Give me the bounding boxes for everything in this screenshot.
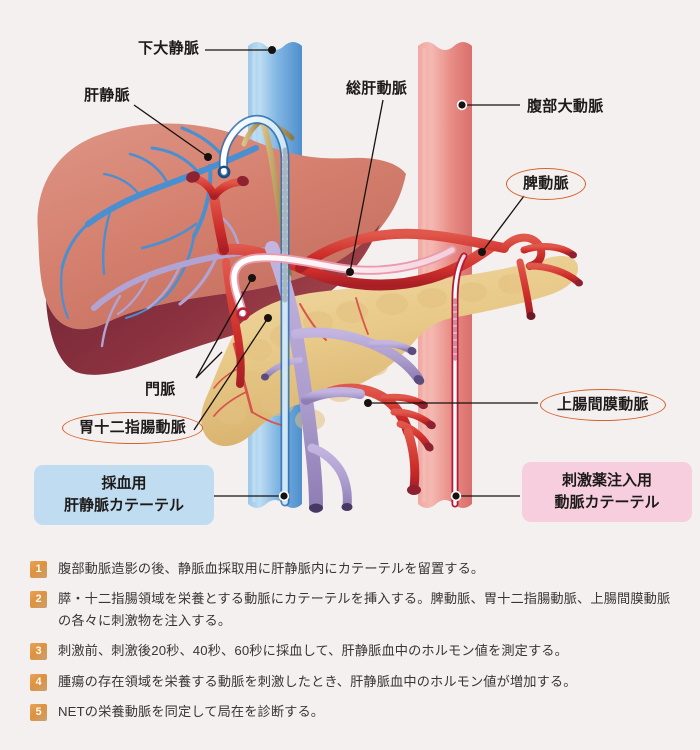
hepatic-catheter-tip xyxy=(217,165,231,179)
artery-lumen-ends xyxy=(186,171,583,495)
step-badge-2: 2 xyxy=(30,591,47,609)
list-item: 3 刺激前、刺激後20秒、40秒、60秒に採血して、肝静脈血中のホルモン値を測定… xyxy=(30,640,674,661)
label-splenic-artery: 脾動脈 xyxy=(506,168,586,200)
list-item: 1 腹部動脈造影の後、静脈血採取用に肝静脈内にカテーテルを留置する。 xyxy=(30,558,674,579)
hepatic-vein-catheter-box-line2: 肝静脈カテーテル xyxy=(63,496,184,514)
aorta-catheter xyxy=(451,252,468,508)
step-badge-5: 5 xyxy=(30,703,47,721)
label-common-hepatic-artery: 総肝動脈 xyxy=(346,80,408,97)
portal-vein-lumen-ends xyxy=(261,346,425,513)
step-badge-4: 4 xyxy=(30,673,47,691)
step-text-2: 膵・十二指腸領域を栄養とする動脈にカテーテルを挿入する。脾動脈、胃十二指腸動脈、… xyxy=(58,591,671,628)
hepatic-vein-catheter-box: 採血用 肝静脈カテーテル xyxy=(34,465,214,525)
step-text-5: NETの栄養動脈を同定して局在を診断する。 xyxy=(58,703,325,719)
step-text-3: 刺激前、刺激後20秒、40秒、60秒に採血して、肝静脈血中のホルモン値を測定する… xyxy=(58,643,568,659)
list-item: 4 腫瘍の存在領域を栄養する動脈を刺激したとき、肝静脈血中のホルモン値が増加する… xyxy=(30,671,674,692)
arterial-catheter-tube xyxy=(229,245,457,317)
procedure-step-list: 1 腹部動脈造影の後、静脈血採取用に肝静脈内にカテーテルを留置する。 2 膵・十… xyxy=(0,548,700,750)
label-hepatic-vein: 肝静脈 xyxy=(84,87,130,104)
list-item: 5 NETの栄養動脈を同定して局在を診断する。 xyxy=(30,701,674,722)
arterial-catheter-box: 刺激薬注入用 動脈カテーテル xyxy=(522,462,692,522)
list-item: 2 膵・十二指腸領域を栄養とする動脈にカテーテルを挿入する。脾動脈、胃十二指腸動… xyxy=(30,588,674,631)
hepatic-vein-catheter xyxy=(218,114,290,507)
label-abdominal-aorta: 腹部大動脈 xyxy=(527,98,604,115)
anatomy-illustration xyxy=(37,42,583,513)
leader-lines xyxy=(133,49,538,497)
step-text-4: 腫瘍の存在領域を栄養する動脈を刺激したとき、肝静脈血中のホルモン値が増加する。 xyxy=(58,673,577,689)
label-portal-vein: 門脈 xyxy=(145,381,176,398)
arterial-catheter-box-line2: 動脈カテーテル xyxy=(554,493,660,511)
label-inferior-vena-cava: 下大静脈 xyxy=(138,40,200,57)
arterial-catheter-box-line1: 刺激薬注入用 xyxy=(561,472,652,489)
label-gastroduodenal-artery: 胃十二指腸動脈 xyxy=(62,412,204,444)
leader-dots xyxy=(204,46,486,502)
arterial-catheter-tip xyxy=(236,307,250,321)
label-superior-mesenteric-artery: 上腸間膜動脈 xyxy=(540,389,666,421)
hepatic-vein-catheter-box-line1: 採血用 xyxy=(101,475,147,492)
step-text-1: 腹部動脈造影の後、静脈血採取用に肝静脈内にカテーテルを留置する。 xyxy=(58,561,485,576)
step-badge-3: 3 xyxy=(30,643,47,661)
portal-vein-leader-2 xyxy=(195,277,253,379)
step-badge-1: 1 xyxy=(30,561,47,578)
